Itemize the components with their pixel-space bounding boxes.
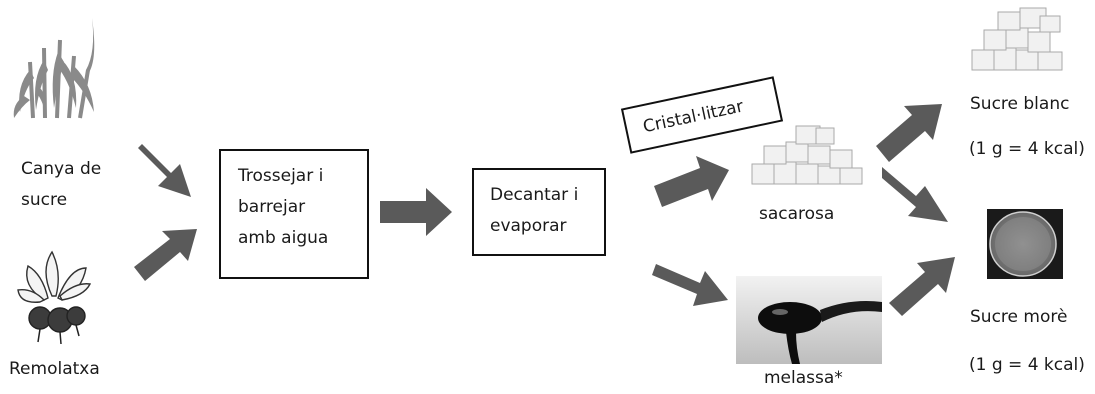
arrow-chop-to-decant xyxy=(380,188,452,236)
beet-icon xyxy=(17,250,92,345)
sugarcane-label-line-1: Canya de xyxy=(21,159,102,179)
sucrose-label: sacarosa xyxy=(759,204,835,224)
arrow-cane-to-chop xyxy=(138,144,191,197)
brown-sugar-label: Sucre morè xyxy=(970,307,1068,327)
sugarcane-label: Canya de sucre xyxy=(21,154,101,216)
molasses-label: melassa* xyxy=(764,368,843,388)
step-chop-mix-line-2: barrejar xyxy=(238,197,306,217)
step-decant-line-2: evaporar xyxy=(490,216,567,236)
beet-label: Remolatxa xyxy=(9,359,100,379)
brown-sugar-energy: (1 g = 4 kcal) xyxy=(969,355,1085,375)
sugarcane-label-line-2: sucre xyxy=(21,190,68,210)
brown-sugar-dish-icon xyxy=(987,209,1063,279)
step-decant-line-1: Decantar i xyxy=(490,185,579,205)
white-sugar-energy: (1 g = 4 kcal) xyxy=(969,139,1085,159)
arrow-decant-to-sucrose xyxy=(654,156,729,207)
white-sugar-label: Sucre blanc xyxy=(970,94,1070,114)
step-box-chop-mix: Trossejar i barrejar amb aigua xyxy=(219,149,369,279)
arrow-decant-to-molasses xyxy=(652,264,728,306)
sugarcane-icon xyxy=(13,18,95,119)
molasses-spoon-icon xyxy=(736,276,882,364)
arrow-molasses-to-brown xyxy=(889,257,955,316)
sugar-cubes-icon xyxy=(971,7,1063,71)
step-chop-mix-line-3: amb aigua xyxy=(238,228,329,248)
arrow-beet-to-chop xyxy=(134,229,197,281)
sugar-cubes-icon xyxy=(751,125,863,185)
arrow-sucrose-to-brown xyxy=(882,167,948,222)
step-box-decant-evaporate: Decantar i evaporar xyxy=(472,168,606,256)
arrow-sucrose-to-white xyxy=(876,104,942,162)
step-chop-mix-line-1: Trossejar i xyxy=(238,166,324,186)
flow-diagram xyxy=(13,7,1063,364)
